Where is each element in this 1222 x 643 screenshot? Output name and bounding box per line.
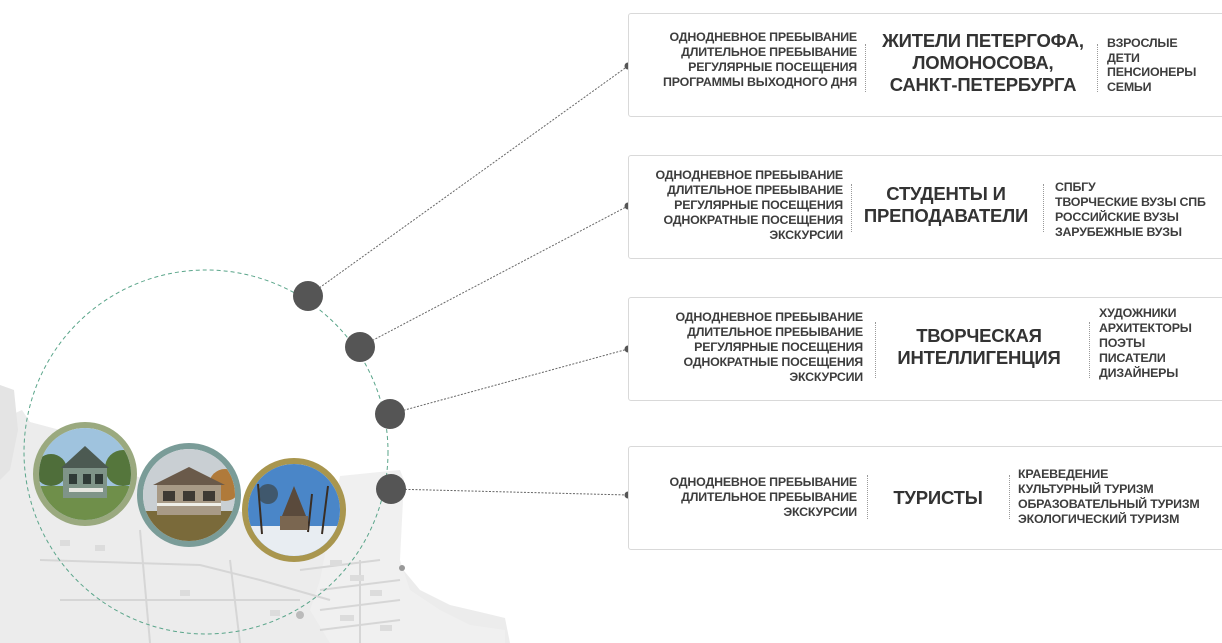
audience-list: КРАЕВЕДЕНИЕ КУЛЬТУРНЫЙ ТУРИЗМ ОБРАЗОВАТЕ… [1018,467,1200,527]
visit-type-item: РЕГУЛЯРНЫЕ ПОСЕЩЕНИЯ [694,340,863,354]
visit-type-item: ЭКСКУРСИИ [783,505,857,519]
group-card-residents: ОДНОДНЕВНОЕ ПРЕБЫВАНИЕ ДЛИТЕЛЬНОЕ ПРЕБЫВ… [628,13,1222,117]
visit-type-item: ДЛИТЕЛЬНОЕ ПРЕБЫВАНИЕ [667,183,843,197]
audience-item: ПЕНСИОНЕРЫ [1107,65,1197,79]
visit-type-item: ДЛИТЕЛЬНОЕ ПРЕБЫВАНИЕ [687,325,863,339]
group-title: ЖИТЕЛИ ПЕТЕРГОФА, ЛОМОНОСОВА, САНКТ-ПЕТЕ… [882,30,1084,95]
audience-item: ЭКОЛОГИЧЕСКИЙ ТУРИЗМ [1018,512,1180,526]
visit-type-item: ОДНОДНЕВНОЕ ПРЕБЫВАНИЕ [655,168,844,182]
audience-list: СПБГУ ТВОРЧЕСКИЕ ВУЗЫ СПБ РОССИЙСКИЕ ВУЗ… [1055,180,1206,240]
divider [1009,475,1010,519]
divider [1097,44,1098,92]
group-node-2 [345,332,375,362]
audience-item: КРАЕВЕДЕНИЕ [1018,467,1109,481]
group-title: ТВОРЧЕСКАЯ ИНТЕЛЛИГЕНЦИЯ [897,325,1061,368]
house-photo-icon [33,422,137,526]
audience-item: ВЗРОСЛЫЕ [1107,36,1178,50]
group-node-4 [376,474,406,504]
house-photo-icon [137,443,241,547]
audience-item: ПОЭТЫ [1099,336,1146,350]
audience-item: РОССИЙСКИЕ ВУЗЫ [1055,210,1179,224]
divider [1089,322,1090,378]
group-card-creative: ОДНОДНЕВНОЕ ПРЕБЫВАНИЕ ДЛИТЕЛЬНОЕ ПРЕБЫВ… [628,297,1222,401]
group-card-tourists: ОДНОДНЕВНОЕ ПРЕБЫВАНИЕ ДЛИТЕЛЬНОЕ ПРЕБЫВ… [628,446,1222,550]
audience-item: ЗАРУБЕЖНЫЕ ВУЗЫ [1055,225,1182,239]
visit-type-item: ОДНОДНЕВНОЕ ПРЕБЫВАНИЕ [675,310,864,324]
map-buildings [60,540,392,631]
divider [875,322,876,378]
visit-type-item: ОДНОКРАТНЫЕ ПОСЕЩЕНИЯ [663,213,843,227]
divider [851,184,852,232]
visit-types-list: ОДНОДНЕВНОЕ ПРЕБЫВАНИЕ ДЛИТЕЛЬНОЕ ПРЕБЫВ… [669,475,858,520]
visit-type-item: ЭКСКУРСИИ [789,370,863,384]
dashed-boundary-circle [23,269,389,635]
audience-item: ДИЗАЙНЕРЫ [1099,366,1179,380]
visit-type-item: ДЛИТЕЛЬНОЕ ПРЕБЫВАНИЕ [681,45,857,59]
visit-type-item: ПРОГРАММЫ ВЫХОДНОГО ДНЯ [663,75,857,89]
audience-item: ХУДОЖНИКИ [1099,306,1177,320]
map-water-edge [0,385,18,480]
divider [865,44,866,92]
visit-type-item: РЕГУЛЯРНЫЕ ПОСЕЩЕНИЯ [688,60,857,74]
audience-item: ОБРАЗОВАТЕЛЬНЫЙ ТУРИЗМ [1018,497,1200,511]
audience-list: ХУДОЖНИКИ АРХИТЕКТОРЫ ПОЭТЫ ПИСАТЕЛИ ДИЗ… [1099,306,1192,381]
audience-item: АРХИТЕКТОРЫ [1099,321,1192,335]
visit-type-item: ОДНОДНЕВНОЕ ПРЕБЫВАНИЕ [669,30,858,44]
group-node-3 [375,399,405,429]
visit-type-item: РЕГУЛЯРНЫЕ ПОСЕЩЕНИЯ [674,198,843,212]
winter-house-photo-icon [242,458,346,562]
audience-item: СПБГУ [1055,180,1096,194]
audience-item: СЕМЬИ [1107,79,1152,94]
visit-type-item: ЭКСКУРСИИ [769,228,843,242]
audience-item: ПИСАТЕЛИ [1099,351,1166,365]
divider [1043,184,1044,232]
visit-type-item: ДЛИТЕЛЬНОЕ ПРЕБЫВАНИЕ [681,490,857,504]
group-node-1 [293,281,323,311]
group-title: ТУРИСТЫ [893,487,983,508]
audience-item: КУЛЬТУРНЫЙ ТУРИЗМ [1018,482,1154,496]
map-land-right [310,470,505,643]
visit-type-item: ОДНОКРАТНЫЕ ПОСЕЩЕНИЯ [683,355,863,369]
group-title: СТУДЕНТЫ И ПРЕПОДАВАТЕЛИ [863,183,1029,226]
divider [867,475,868,519]
visit-types-list: ОДНОДНЕВНОЕ ПРЕБЫВАНИЕ ДЛИТЕЛЬНОЕ ПРЕБЫВ… [675,310,864,385]
group-card-students: ОДНОДНЕВНОЕ ПРЕБЫВАНИЕ ДЛИТЕЛЬНОЕ ПРЕБЫВ… [628,155,1222,259]
connector-end-dots [624,62,632,499]
audience-item: ТВОРЧЕСКИЕ ВУЗЫ СПБ [1055,195,1206,209]
visit-types-list: ОДНОДНЕВНОЕ ПРЕБЫВАНИЕ ДЛИТЕЛЬНОЕ ПРЕБЫВ… [655,168,844,243]
connector-lines [307,65,629,496]
audience-list: ВЗРОСЛЫЕ ДЕТИ ПЕНСИОНЕРЫ СЕМЬИ [1107,36,1196,94]
map-roads [39,529,401,643]
map-poi-marker [296,611,304,619]
map-poi-marker [399,565,405,571]
audience-item: ДЕТИ [1107,50,1140,65]
visit-type-item: ОДНОДНЕВНОЕ ПРЕБЫВАНИЕ [669,475,858,489]
group-nodes [293,281,406,504]
visit-types-list: ОДНОДНЕВНОЕ ПРЕБЫВАНИЕ ДЛИТЕЛЬНОЕ ПРЕБЫВ… [663,30,857,90]
